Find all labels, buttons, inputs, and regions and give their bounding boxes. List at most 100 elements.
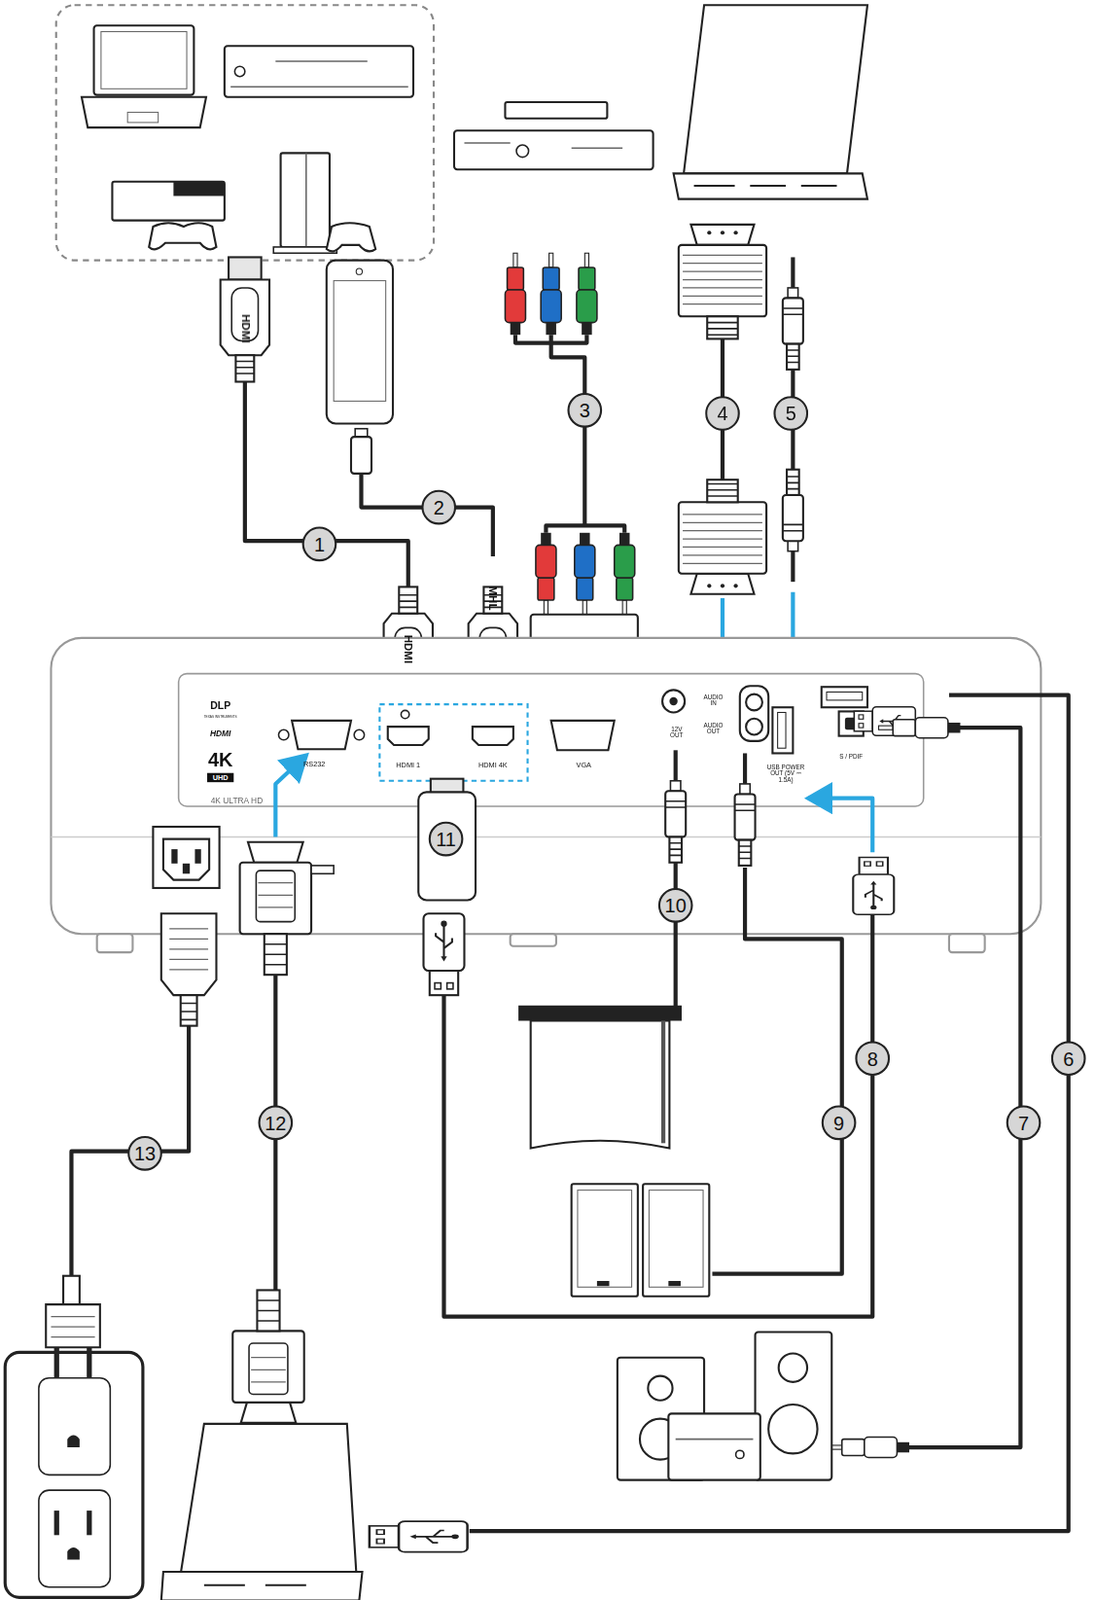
audio-out-cable-part: [668, 1280, 681, 1286]
power-cable-part: [67, 1547, 80, 1560]
usb-cable: [369, 695, 1069, 1553]
spdif-cable-part: [755, 1331, 833, 1480]
spdif-cable-part: [778, 1352, 808, 1381]
component-cable-part: [574, 532, 596, 615]
power-cable-part: [182, 863, 190, 874]
source-group-part: [305, 152, 308, 248]
power-cable-part: [169, 928, 209, 970]
power-cable-part: [70, 1025, 189, 1276]
mhl-cable-part: [360, 473, 493, 557]
port-panel-part: [551, 720, 615, 750]
spdif-cable-part: [668, 1412, 760, 1480]
callout-text: 5: [785, 403, 797, 424]
mhl-cable-part: [351, 436, 372, 474]
callout-number: 11: [428, 821, 464, 857]
vga-cable-part: [678, 479, 767, 595]
callout-text: 4: [716, 403, 728, 424]
callout-text: 2: [433, 497, 445, 518]
power-cable-part: [152, 826, 219, 888]
trigger-cable-part: [530, 1020, 671, 1148]
audio-out-cable-part: [735, 752, 756, 865]
rs232-cable-part: [232, 1289, 304, 1422]
logo-text: UHD: [207, 773, 234, 783]
source-group-part: [111, 181, 224, 221]
audio-out-cable-part: [597, 1280, 610, 1286]
port-label: VGA: [563, 761, 604, 770]
audio-out-cable-part: [571, 1183, 638, 1296]
audio-out-cable-part: [648, 1190, 704, 1288]
rs232-cable-part: [204, 1584, 307, 1587]
spdif-cable-part: [827, 1437, 910, 1458]
usb-cable-part: [369, 1520, 468, 1552]
port-panel-part: [662, 689, 685, 712]
callout-number: 13: [127, 1135, 163, 1171]
callout-number: 2: [421, 490, 457, 526]
power-cable-part: [86, 1346, 92, 1378]
component-cable: [454, 102, 654, 705]
mhl-cable-part: [354, 428, 368, 437]
callout-number: 4: [705, 395, 741, 431]
callout-text: 10: [665, 895, 687, 916]
callout-text: 1: [314, 533, 325, 554]
power-cable-part: [4, 1351, 143, 1597]
trigger-cable-part: [518, 1005, 682, 1022]
logo-text: HDMI: [194, 730, 246, 740]
projector-body: [50, 637, 1041, 953]
source-group-part: [224, 45, 414, 97]
trigger-cable-part: [665, 749, 686, 862]
callout-text: 9: [833, 1112, 845, 1132]
port-label: RS232: [288, 760, 340, 769]
mhl-cable-part: [355, 268, 362, 275]
laptop-part: [694, 184, 838, 187]
port-panel-part: [388, 726, 429, 745]
power-cable-part: [63, 1275, 80, 1305]
port-panel-part: [777, 711, 786, 748]
vga-cable-part: [678, 224, 767, 340]
projector-body-part: [178, 673, 924, 807]
callout-number: 12: [257, 1104, 293, 1140]
audio-cable-part: [782, 469, 804, 582]
logo-text: DLP: [200, 701, 242, 712]
laptop: [673, 4, 868, 199]
port-panel-part: [745, 694, 763, 711]
component-cable-part: [463, 142, 623, 148]
rs232-cable-part: [178, 1423, 358, 1588]
source-group-part: [148, 222, 216, 249]
audio-cable-part: [782, 256, 804, 369]
port-label: HDMI 1: [383, 761, 434, 770]
callout-text: 11: [435, 829, 457, 849]
component-cable-part: [504, 102, 607, 119]
source-group-part: [94, 25, 195, 95]
source-group-part: [127, 111, 158, 122]
usb-power-cable-part: [808, 798, 873, 853]
audio-out-cable-part: [577, 1190, 633, 1288]
source-group-part: [173, 181, 224, 197]
power-cable-part: [45, 1304, 101, 1347]
callout-number: 5: [773, 395, 809, 431]
port-panel-part: [400, 709, 409, 718]
mhl-cable-part: [326, 260, 393, 424]
trigger-cable-part: [673, 862, 678, 1011]
port-label: HDMI 4K: [467, 761, 519, 770]
source-group: [56, 4, 434, 260]
callout-number: 9: [821, 1104, 857, 1140]
projector-body-part: [510, 933, 557, 947]
port-label: S / PDIF: [830, 752, 872, 760]
source-group-part: [101, 32, 187, 90]
usb-power-cable-part: [423, 913, 464, 995]
spdif-cable-part: [768, 1404, 817, 1453]
hdmi-cable-part: [220, 256, 270, 382]
callout-number: 6: [1051, 1040, 1087, 1076]
usb-power-cable-part: [418, 791, 476, 900]
spdif-cable-part: [647, 1376, 672, 1401]
component-cable-part: [576, 252, 598, 335]
laptop-part: [673, 173, 868, 199]
projector-body-part: [50, 637, 1041, 934]
component-cable-part: [540, 252, 562, 335]
power-cable-part: [38, 1489, 110, 1588]
port-panel-part: [291, 720, 352, 749]
logo-text: 4K ULTRA HD: [201, 796, 273, 806]
power-cable-part: [180, 994, 198, 1025]
port-panel-part: [353, 729, 364, 740]
